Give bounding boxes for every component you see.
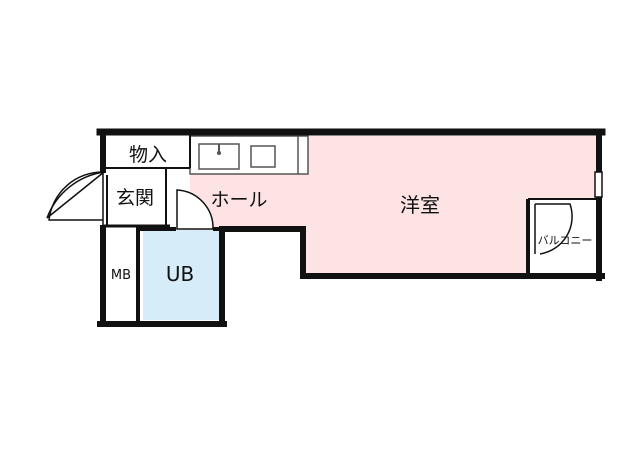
bath-door	[176, 189, 214, 230]
hall-label: ホール	[210, 189, 267, 211]
storage-floor	[107, 136, 190, 167]
faucet-head	[217, 151, 221, 155]
entrance-door-arc	[48, 171, 104, 221]
entrance-floor	[107, 168, 169, 226]
meter-box-floor	[107, 235, 135, 320]
balcony-label: バルコニー	[538, 234, 593, 247]
exterior-walls	[96, 128, 606, 327]
entrance-label: 玄関	[116, 187, 154, 209]
western-room-label: 洋室	[400, 193, 440, 217]
meter-box-label: MB	[111, 268, 131, 283]
balcony-floor	[530, 199, 598, 273]
window	[594, 171, 603, 198]
storage-label: 物入	[129, 144, 167, 166]
unit-bath-label: UB	[166, 262, 194, 286]
balcony-door	[535, 203, 573, 255]
unit-bath-floor	[143, 230, 221, 320]
interior-walls	[103, 134, 598, 324]
stove	[250, 145, 276, 168]
